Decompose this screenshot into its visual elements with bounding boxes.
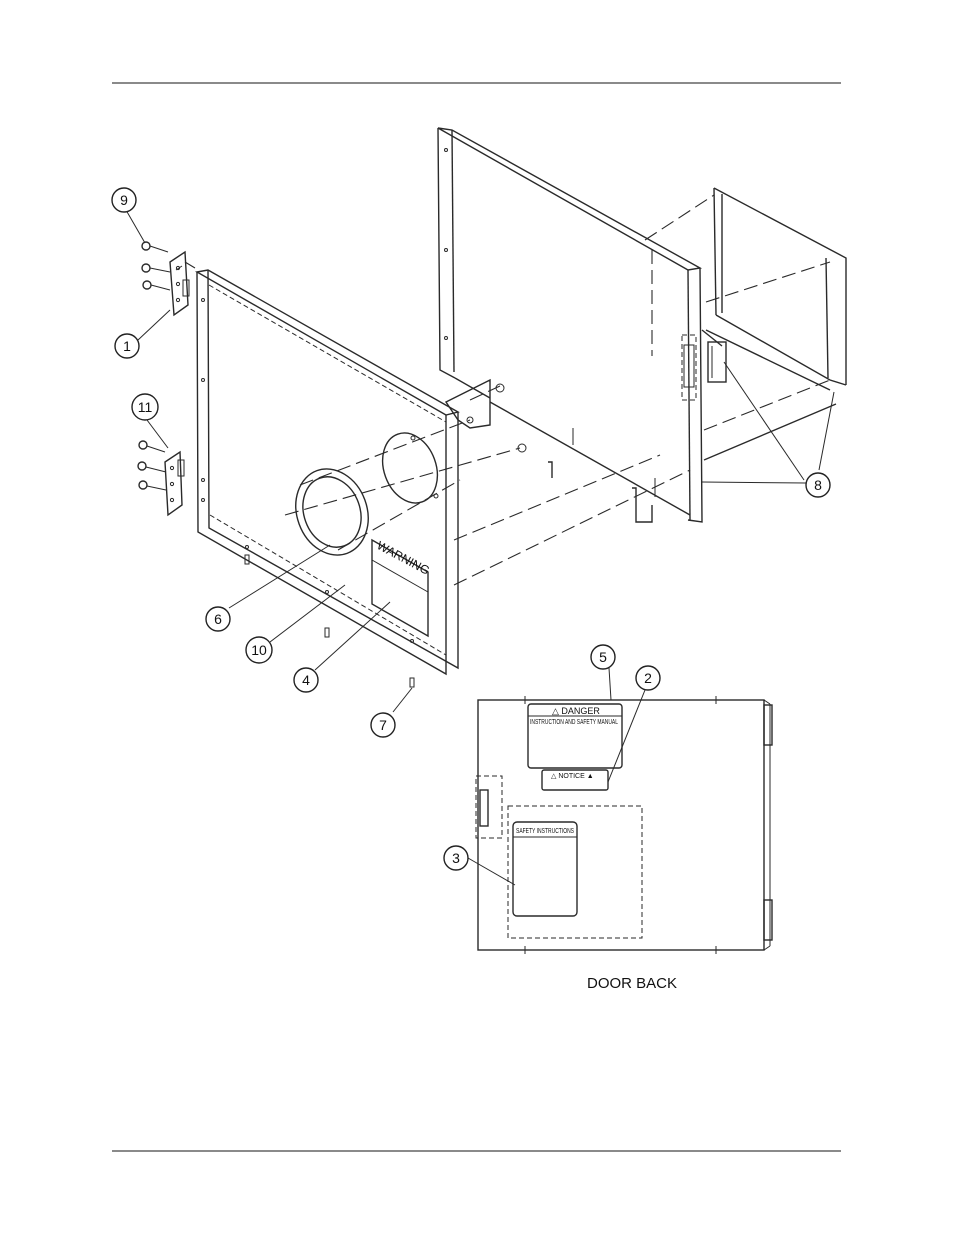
callout-7: 7: [371, 713, 395, 737]
leader-lines: [126, 210, 834, 885]
svg-text:2: 2: [644, 670, 652, 686]
projection-lines: [185, 195, 830, 585]
rear-frame: [438, 128, 702, 522]
upper-hinge: [142, 242, 189, 315]
warning-text: WARNING: [375, 538, 432, 577]
callout-1: 1: [115, 334, 139, 358]
notice-text: △ NOTICE ▲: [551, 773, 594, 780]
safety-text: SAFETY INSTRUCTIONS: [516, 828, 574, 835]
front-door-panel: [197, 270, 458, 674]
callout-8: 8: [806, 473, 830, 497]
svg-text:6: 6: [214, 611, 222, 627]
door-back-caption: DOOR BACK: [587, 975, 677, 992]
danger-text: △ DANGER: [552, 706, 600, 716]
svg-text:9: 9: [120, 192, 128, 208]
svg-text:7: 7: [379, 717, 387, 733]
lower-hinge: [138, 441, 184, 515]
manual-text: INSTRUCTION AND SAFETY MANUAL: [530, 719, 618, 726]
cabinet-box: [702, 188, 846, 460]
callout-2: 2: [636, 666, 660, 690]
callout-3: 3: [444, 846, 468, 870]
callout-6: 6: [206, 607, 230, 631]
callout-11: 11: [132, 394, 158, 420]
door-back-view: △ DANGER INSTRUCTION AND SAFETY MANUAL △…: [476, 696, 772, 954]
svg-text:4: 4: [302, 672, 310, 688]
warning-label: WARNING: [372, 538, 432, 636]
svg-text:8: 8: [814, 477, 822, 493]
svg-text:10: 10: [251, 642, 267, 658]
callout-5: 5: [591, 645, 615, 669]
rear-frame-tabs: [548, 428, 655, 522]
svg-text:5: 5: [599, 649, 607, 665]
svg-text:11: 11: [138, 399, 153, 415]
callout-10: 10: [246, 637, 272, 663]
callout-9: 9: [112, 188, 136, 212]
svg-text:1: 1: [123, 338, 131, 354]
svg-text:3: 3: [452, 850, 460, 866]
door-bottom-screws: [245, 555, 414, 687]
vent-port: [284, 425, 447, 565]
callout-4: 4: [294, 668, 318, 692]
